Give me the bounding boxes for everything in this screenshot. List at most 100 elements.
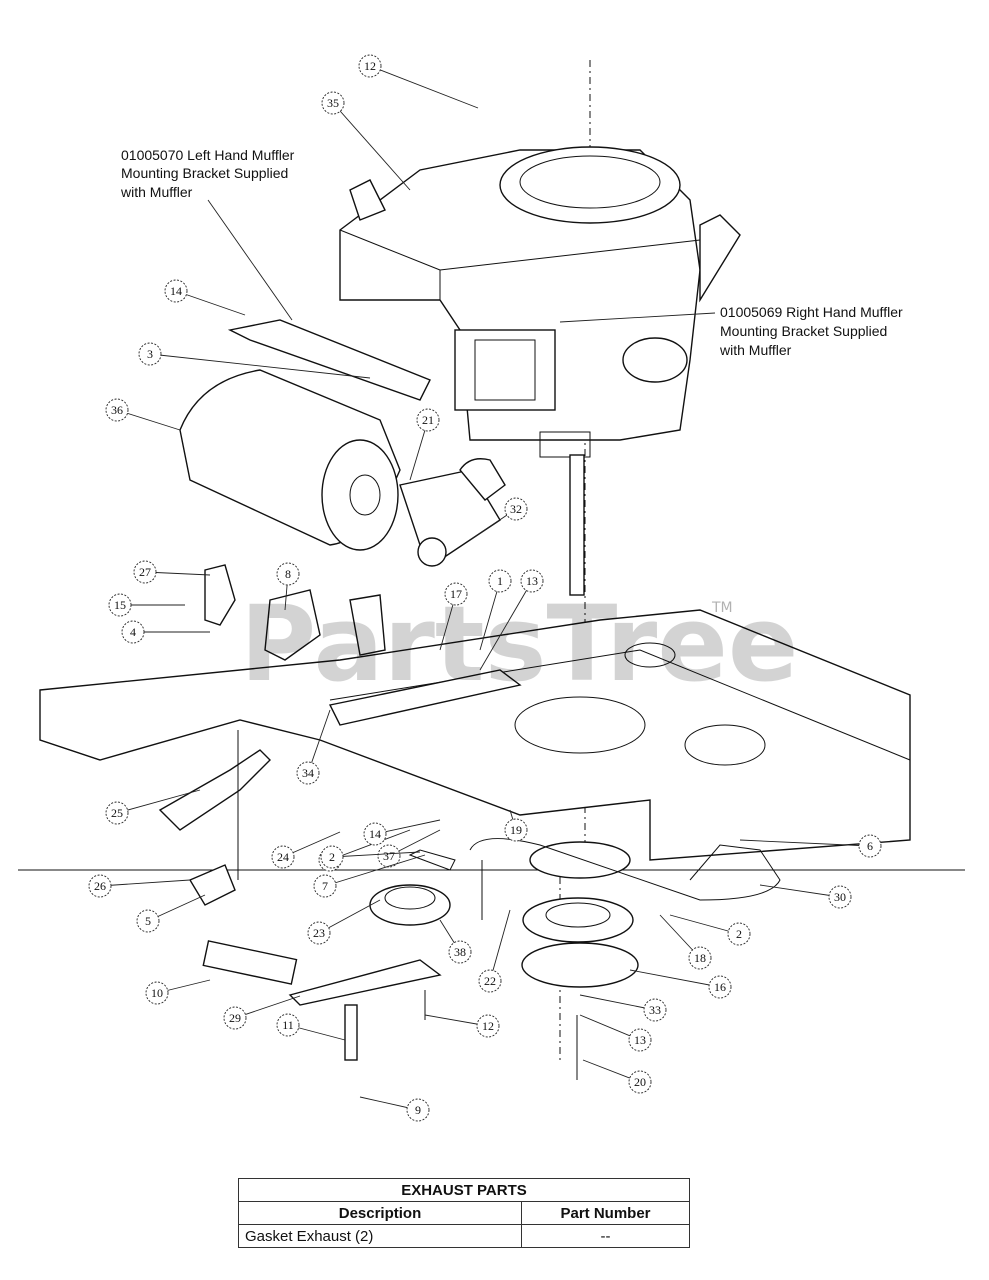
callout-14: 14 — [164, 279, 246, 316]
exhaust-parts-table: EXHAUST PARTS Description Part Number Ga… — [238, 1178, 690, 1248]
callout-8: 8 — [276, 562, 300, 611]
callout-leader — [669, 914, 740, 935]
callout-number: 13 — [526, 574, 538, 588]
callout-13: 13 — [479, 569, 544, 671]
callout-27: 27 — [133, 560, 211, 584]
callout-leader — [149, 353, 371, 379]
callout-bubble — [488, 569, 512, 593]
callout-leader — [479, 580, 533, 671]
callout-number: 5 — [145, 914, 151, 928]
callout-23: 23 — [307, 899, 381, 945]
svg-text:with Muffler: with Muffler — [120, 184, 193, 200]
callout-leader — [629, 969, 721, 988]
callout-number: 38 — [454, 945, 466, 959]
callout-bubble — [271, 845, 295, 869]
callout-bubble — [145, 981, 169, 1005]
callout-number: 19 — [510, 823, 522, 837]
callout-number: 21 — [422, 413, 434, 427]
callout-leader — [307, 709, 331, 774]
callout-leader — [479, 580, 501, 651]
callout-number: 27 — [139, 565, 151, 579]
callout-number: 9 — [415, 1103, 421, 1117]
callout-number: 15 — [114, 598, 126, 612]
frame — [39, 594, 911, 861]
callout-19: 19 — [504, 809, 528, 842]
callout-bubble — [133, 560, 157, 584]
callout-number: 17 — [450, 587, 462, 601]
callout-34: 34 — [296, 709, 331, 785]
callout-bubble — [478, 969, 502, 993]
callout-bubble — [377, 844, 401, 868]
callout-bubble — [448, 940, 472, 964]
callout-12: 12 — [424, 1014, 500, 1038]
callout-number: 26 — [94, 879, 106, 893]
callout-leader — [234, 995, 301, 1019]
callout-number: 29 — [229, 1011, 241, 1025]
callout-number: 10 — [151, 986, 163, 1000]
callout-3: 3 — [138, 342, 371, 379]
left-bracket-note: 01005070 Left Hand Muffler Mounting Brac… — [120, 147, 295, 321]
callout-24: 24 — [271, 831, 341, 869]
callout-leader — [374, 819, 441, 835]
callout-36: 36 — [105, 398, 181, 431]
callout-bubble — [136, 909, 160, 933]
callout-bubble — [444, 582, 468, 606]
callout-number: 2 — [736, 927, 742, 941]
callout-10: 10 — [145, 979, 211, 1005]
svg-text:01005070 Left Hand Muffler: 01005070 Left Hand Muffler — [121, 147, 295, 163]
callout-number: 37 — [383, 849, 395, 863]
column-header-description: Description — [238, 1201, 522, 1225]
callout-number: 18 — [694, 951, 706, 965]
callout-26: 26 — [88, 874, 191, 898]
callout-number: 11 — [282, 1018, 294, 1032]
callout-bubble — [363, 822, 387, 846]
callout-leader — [329, 829, 411, 861]
callout-number: 34 — [302, 766, 314, 780]
table-title: EXHAUST PARTS — [238, 1178, 690, 1202]
controls — [158, 564, 442, 1061]
svg-text:01005069 Right Hand Muffler: 01005069 Right Hand Muffler — [720, 304, 903, 320]
callout-37: 37 — [377, 829, 441, 868]
callout-leader — [331, 851, 421, 858]
callout-12: 12 — [358, 54, 479, 109]
svg-text:Mounting Bracket Supplied: Mounting Bracket Supplied — [720, 323, 887, 339]
callout-bubble — [276, 562, 300, 586]
svg-text:with Muffler: with Muffler — [719, 342, 792, 358]
callout-number: 6 — [867, 839, 873, 853]
callout-17: 17 — [439, 582, 468, 651]
callout-38: 38 — [439, 919, 472, 964]
callout-number: 12 — [364, 59, 376, 73]
callout-bubble — [358, 54, 382, 78]
callout-number: 32 — [510, 502, 522, 516]
callout-bubble — [121, 620, 145, 644]
callout-leader — [489, 909, 511, 982]
callout-number: 1 — [497, 574, 503, 588]
callout-bubble — [138, 342, 162, 366]
callout-22: 22 — [478, 909, 511, 993]
callout-bubble — [476, 1014, 500, 1038]
callout-bubble — [643, 998, 667, 1022]
callout-bubble — [727, 922, 751, 946]
callout-number: 33 — [649, 1003, 661, 1017]
callout-15: 15 — [108, 593, 185, 617]
row-part-number: -- — [521, 1224, 690, 1248]
callout-number: 20 — [634, 1075, 646, 1089]
callout-4: 4 — [121, 620, 210, 644]
callout-bubble — [688, 946, 712, 970]
callout-number: 24 — [277, 850, 289, 864]
callout-2: 2 — [669, 914, 751, 946]
callout-bubble — [628, 1070, 652, 1094]
callout-33: 33 — [579, 994, 667, 1022]
callout-bubbles: 1235143362132278154171133425211437192427… — [88, 54, 882, 1122]
callout-number: 13 — [634, 1033, 646, 1047]
callout-bubble — [708, 975, 732, 999]
callout-number: 23 — [313, 926, 325, 940]
callout-bubble — [276, 1013, 300, 1037]
callout-leader — [739, 839, 871, 847]
callout-number: 2 — [329, 850, 335, 864]
callout-bubble — [88, 874, 112, 898]
callout-number: 14 — [369, 827, 381, 841]
callout-bubble — [296, 761, 320, 785]
callout-14: 14 — [363, 819, 441, 846]
table-row: Gasket Exhaust (2) -- — [238, 1224, 690, 1248]
